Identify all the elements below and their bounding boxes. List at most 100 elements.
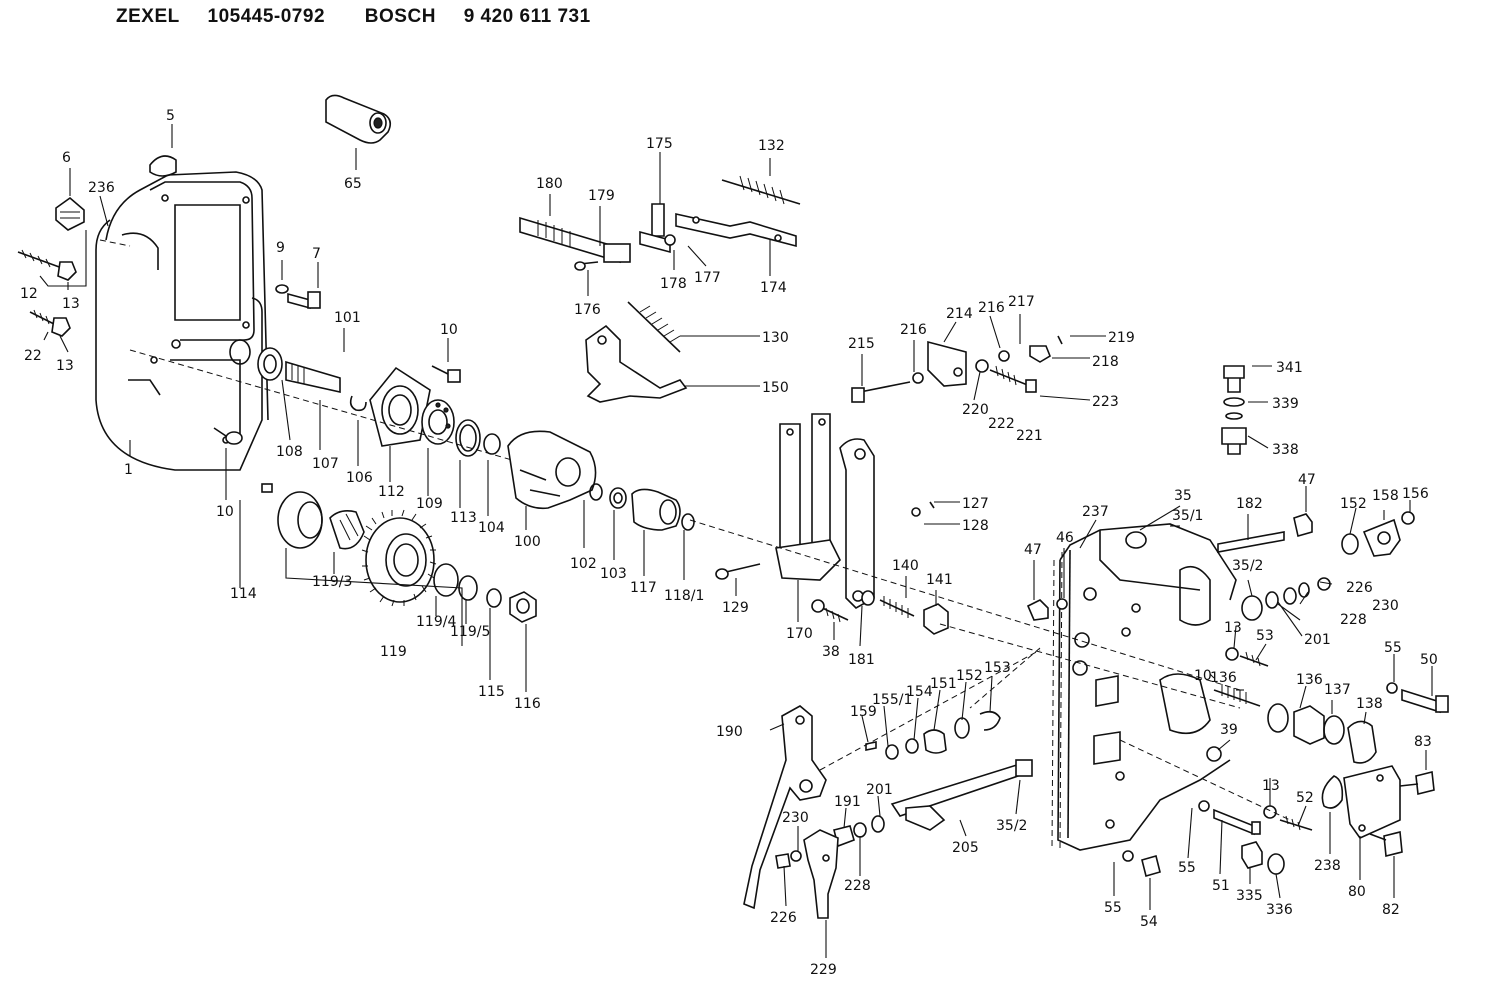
- label-13d: 13: [1262, 778, 1280, 794]
- gasket-part-238: [1321, 775, 1344, 809]
- bolt-part-51: [1213, 808, 1261, 836]
- label-6: 6: [62, 150, 71, 166]
- label-7: 7: [312, 246, 321, 262]
- label-179: 179: [588, 188, 615, 204]
- label-119-4: 119/4: [416, 614, 456, 630]
- label-238: 238: [1314, 858, 1341, 874]
- label-35-2b: 35/2: [996, 818, 1027, 834]
- label-54: 54: [1140, 914, 1158, 930]
- label-152b: 152: [956, 668, 983, 684]
- label-230a: 230: [1372, 598, 1399, 614]
- washer-part-128: [911, 507, 921, 517]
- ring-part-104: [483, 433, 501, 455]
- clip-part-153: [979, 710, 1001, 731]
- label-140: 140: [892, 558, 919, 574]
- lever-part-174: [675, 213, 797, 248]
- screw-part-38: [811, 599, 849, 623]
- label-218: 218: [1092, 354, 1119, 370]
- label-9: 9: [276, 240, 285, 256]
- screw-part-47a: [1293, 513, 1313, 538]
- label-10a: 10: [440, 322, 458, 338]
- nut-part-137: [1293, 705, 1345, 745]
- nut-part-226a: [1317, 577, 1331, 591]
- label-109: 109: [416, 496, 443, 512]
- label-201b: 201: [866, 782, 893, 798]
- diagram-header: ZEXEL 105445-0792 BOSCH 9 420 611 731: [116, 6, 613, 28]
- washer-part-339: [1223, 397, 1245, 420]
- washer-part-13d: [1263, 805, 1277, 819]
- label-220: 220: [962, 402, 989, 418]
- label-118-1: 118/1: [664, 588, 704, 604]
- brand-bosch: BOSCH: [364, 6, 436, 27]
- ring-part-201a: [1265, 591, 1279, 609]
- lever-part-170: [775, 413, 841, 581]
- plate-part-112: [369, 366, 431, 447]
- cover-part-80: [1343, 765, 1401, 839]
- washer-part-115: [486, 588, 502, 608]
- screw-part-52: [1279, 815, 1313, 831]
- ring-part-136: [1267, 703, 1289, 733]
- ring-part-201b: [871, 815, 885, 833]
- label-55c: 55: [1178, 860, 1196, 876]
- shaft-part-182: [1217, 531, 1285, 553]
- screw-part-53: [1239, 651, 1269, 667]
- label-113: 113: [450, 510, 477, 526]
- washer-part-46: [1056, 598, 1068, 610]
- washer-part-216b: [998, 350, 1010, 362]
- washer-part-178: [664, 234, 676, 246]
- label-128: 128: [962, 518, 989, 534]
- label-182: 182: [1236, 496, 1263, 512]
- nut-part-335: [1241, 841, 1263, 869]
- label-221: 221: [1016, 428, 1043, 444]
- label-50: 50: [1420, 652, 1438, 668]
- lever-part-150: [585, 324, 688, 403]
- label-13c: 13: [1224, 620, 1242, 636]
- label-46: 46: [1056, 530, 1074, 546]
- label-229: 229: [810, 962, 837, 978]
- label-201a: 201: [1304, 632, 1331, 648]
- label-341: 341: [1276, 360, 1303, 376]
- bolt-part-215: [851, 381, 911, 403]
- ring-part-152a: [1341, 533, 1359, 555]
- label-83: 83: [1414, 734, 1432, 750]
- screw-part-129: [715, 563, 761, 580]
- zexel-part-number: 105445-0792: [207, 6, 326, 27]
- label-65: 65: [344, 176, 362, 192]
- plug-part-6: [55, 196, 85, 231]
- lever-part-181: [839, 438, 875, 609]
- label-53: 53: [1256, 628, 1274, 644]
- label-178: 178: [660, 276, 687, 292]
- label-119: 119: [380, 644, 407, 660]
- spring-part-130: [627, 301, 681, 353]
- label-39: 39: [1220, 722, 1238, 738]
- label-107: 107: [312, 456, 339, 472]
- label-138: 138: [1356, 696, 1383, 712]
- label-214: 214: [946, 306, 973, 322]
- gear-part-119: [361, 509, 437, 607]
- label-119-5: 119/5: [450, 624, 490, 640]
- label-102: 102: [570, 556, 597, 572]
- label-141: 141: [926, 572, 953, 588]
- label-51: 51: [1212, 878, 1230, 894]
- sleeve-part-65: [325, 94, 392, 144]
- damper-part-119-3: [329, 510, 365, 550]
- washer-part-220: [975, 359, 989, 373]
- label-55a: 55: [1384, 640, 1402, 656]
- nut-part-116: [509, 591, 537, 623]
- nut-part-141: [923, 603, 949, 635]
- label-80: 80: [1348, 884, 1366, 900]
- lever-part-190: [743, 705, 827, 910]
- label-47a: 47: [1298, 472, 1316, 488]
- label-112: 112: [378, 484, 405, 500]
- label-136a: 136: [1210, 670, 1237, 686]
- label-155-1: 155/1: [872, 692, 912, 708]
- label-150: 150: [762, 380, 789, 396]
- label-154: 154: [906, 684, 933, 700]
- flyweight-part-100: [507, 430, 597, 510]
- screw-part-83: [1399, 771, 1435, 795]
- label-338: 338: [1272, 442, 1299, 458]
- label-180: 180: [536, 176, 563, 192]
- label-151: 151: [930, 676, 957, 692]
- spring-part-136: [1213, 684, 1261, 707]
